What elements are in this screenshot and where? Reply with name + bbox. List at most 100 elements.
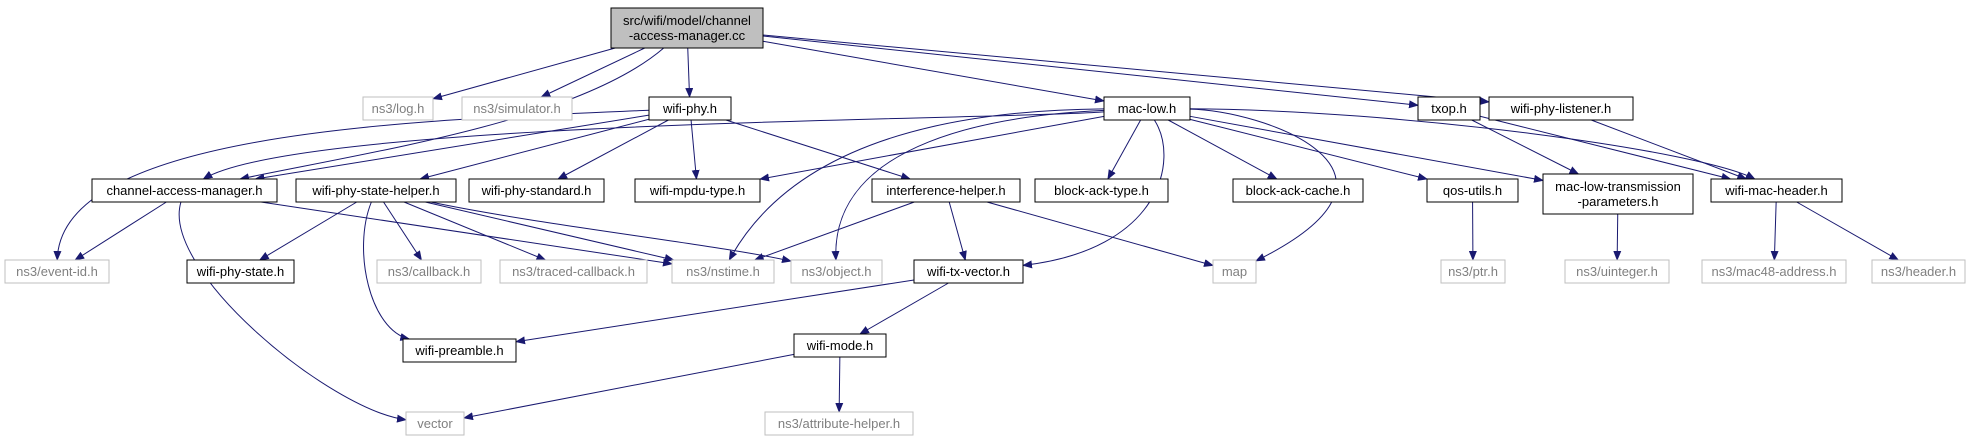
edge-mac-low-to-block-ack-cache: [1167, 119, 1278, 180]
node-label: map: [1222, 264, 1247, 279]
node-label: mac-low.h: [1118, 101, 1177, 116]
node-ns3-mac48-address: ns3/mac48-address.h: [1701, 259, 1847, 284]
edge-wifi-mode-to-vector: [463, 353, 795, 421]
node-label: ns3/mac48-address.h: [1711, 264, 1836, 279]
node-box: [1232, 178, 1364, 203]
node-box: [1417, 96, 1481, 121]
node-label: wifi-preamble.h: [414, 343, 503, 358]
node-label: block-ack-type.h: [1054, 183, 1149, 198]
node-ns3-simulator: ns3/simulator.h: [461, 96, 573, 121]
node-wifi-mpdu-type[interactable]: wifi-mpdu-type.h: [634, 178, 761, 203]
edge-root-to-txop: [762, 35, 1419, 109]
edge-mac-low-to-qos-utils: [1189, 118, 1428, 181]
node-label: channel-access-manager.h: [106, 183, 262, 198]
nodes: src/wifi/model/channel-access-manager.cc…: [4, 7, 1966, 436]
edge-wifi-phy-state-helper-to-ns3-object: [430, 201, 792, 264]
node-vector: vector: [405, 411, 465, 436]
edge-root-to-wifi-phy: [685, 47, 694, 98]
node-label: wifi-phy-state-helper.h: [311, 183, 439, 198]
edge-mac-low-to-ns3-nstime: [728, 108, 1105, 261]
node-wifi-tx-vector[interactable]: wifi-tx-vector.h: [913, 259, 1024, 284]
node-box: [499, 259, 648, 284]
edge-wifi-mac-header-to-ns3-mac48-address: [1770, 201, 1779, 261]
node-wifi-phy-listener[interactable]: wifi-phy-listener.h: [1488, 96, 1634, 121]
node-mac-low-transmission-parameters[interactable]: mac-low-transmission-parameters.h: [1542, 173, 1694, 215]
node-box: [461, 96, 573, 121]
edge-mac-low-to-wifi-mac-header: [1189, 108, 1756, 180]
edge-mac-low-to-block-ack-type: [1107, 119, 1142, 180]
edge-mac-low-to-mac-low-transmission-parameters: [1189, 115, 1544, 183]
node-ns3-callback: ns3/callback.h: [376, 259, 482, 284]
node-box: [362, 96, 434, 121]
node-label: ns3/log.h: [372, 101, 425, 116]
node-box: [186, 259, 295, 284]
node-mac-low[interactable]: mac-low.h: [1103, 96, 1191, 121]
edge-mac-low-to-ns3-object: [831, 109, 1105, 261]
node-label: wifi-phy-state.h: [196, 264, 284, 279]
edges: [53, 34, 1900, 423]
edge-wifi-phy-to-channel-access-manager: [254, 114, 650, 182]
edge-mac-low-to-wifi-mpdu-type: [759, 115, 1105, 182]
edge-interference-helper-to-ns3-nstime: [753, 201, 915, 261]
node-ns3-event-id: ns3/event-id.h: [4, 259, 110, 284]
node-ns3-nstime: ns3/nstime.h: [671, 259, 775, 284]
node-label: ns3/traced-callback.h: [512, 264, 635, 279]
node-label: wifi-mac-header.h: [1724, 183, 1828, 198]
edge-wifi-tx-vector-to-wifi-mode: [859, 282, 949, 335]
node-label: ns3/event-id.h: [16, 264, 98, 279]
node-box: [402, 338, 517, 363]
edge-wifi-phy-to-wifi-phy-state-helper: [419, 118, 650, 181]
node-wifi-phy-state[interactable]: wifi-phy-state.h: [186, 259, 295, 284]
node-label: ns3/callback.h: [388, 264, 470, 279]
edge-wifi-phy-state-helper-to-ns3-nstime: [425, 201, 675, 262]
node-interference-helper[interactable]: interference-helper.h: [871, 178, 1021, 203]
edge-root-to-wifi-phy-listener: [762, 34, 1490, 106]
node-label: qos-utils.h: [1443, 183, 1502, 198]
node-wifi-phy[interactable]: wifi-phy.h: [648, 96, 732, 121]
node-label: wifi-phy-standard.h: [481, 183, 592, 198]
node-qos-utils[interactable]: qos-utils.h: [1426, 178, 1519, 203]
node-ns3-traced-callback: ns3/traced-callback.h: [499, 259, 648, 284]
node-wifi-phy-standard[interactable]: wifi-phy-standard.h: [468, 178, 605, 203]
node-label: ns3/header.h: [1881, 264, 1956, 279]
node-wifi-mac-header[interactable]: wifi-mac-header.h: [1710, 178, 1843, 203]
node-label: block-ack-cache.h: [1246, 183, 1351, 198]
node-wifi-preamble[interactable]: wifi-preamble.h: [402, 338, 517, 363]
node-box: [376, 259, 482, 284]
node-root[interactable]: src/wifi/model/channel-access-manager.cc: [610, 7, 764, 49]
node-label: wifi-mode.h: [806, 338, 873, 353]
node-block-ack-cache[interactable]: block-ack-cache.h: [1232, 178, 1364, 203]
node-ns3-log: ns3/log.h: [362, 96, 434, 121]
edge-channel-access-manager-to-ns3-event-id: [74, 201, 167, 261]
edge-wifi-tx-vector-to-wifi-preamble: [515, 279, 915, 345]
node-box: [468, 178, 605, 203]
node-box: [764, 411, 914, 436]
node-label: mac-low-transmission: [1555, 179, 1681, 194]
node-label: interference-helper.h: [886, 183, 1005, 198]
edge-root-to-mac-low: [762, 40, 1105, 104]
node-box: [1701, 259, 1847, 284]
node-wifi-mode[interactable]: wifi-mode.h: [793, 333, 887, 358]
node-wifi-phy-state-helper[interactable]: wifi-phy-state-helper.h: [295, 178, 457, 203]
edge-mac-low-to-channel-access-manager: [202, 111, 1105, 180]
node-label: wifi-mpdu-type.h: [649, 183, 745, 198]
node-label: -parameters.h: [1578, 194, 1659, 209]
node-box: [793, 333, 887, 358]
node-ns3-ptr: ns3/ptr.h: [1440, 259, 1506, 284]
edge-wifi-phy-to-wifi-phy-standard: [557, 119, 669, 180]
node-label: vector: [417, 416, 453, 431]
node-box: [871, 178, 1021, 203]
edge-mac-low-transmission-parameters-to-ns3-uinteger: [1613, 213, 1622, 261]
node-box: [405, 411, 465, 436]
edge-interference-helper-to-wifi-tx-vector: [948, 201, 967, 261]
edge-wifi-mac-header-to-ns3-header: [1796, 201, 1900, 261]
node-block-ack-type[interactable]: block-ack-type.h: [1034, 178, 1169, 203]
node-ns3-uinteger: ns3/uinteger.h: [1564, 259, 1670, 284]
node-channel-access-manager[interactable]: channel-access-manager.h: [91, 178, 278, 203]
node-label: wifi-phy-listener.h: [1510, 101, 1611, 116]
node-box: [913, 259, 1024, 284]
node-txop[interactable]: txop.h: [1417, 96, 1481, 121]
node-ns3-attribute-helper: ns3/attribute-helper.h: [764, 411, 914, 436]
node-label: ns3/object.h: [801, 264, 871, 279]
node-label: txop.h: [1431, 101, 1466, 116]
